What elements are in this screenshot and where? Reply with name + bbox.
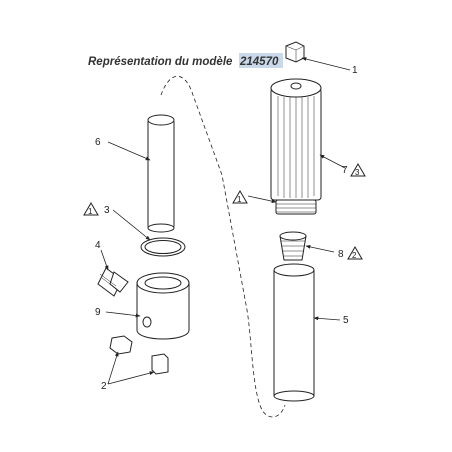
callout-9: 9: [95, 307, 101, 318]
part-manifold-body: [105, 272, 190, 340]
callout-8: 8: [338, 249, 344, 260]
part-cap-plug: [285, 41, 351, 71]
caption: Représentation du modèle 214570: [88, 53, 283, 68]
part-filter-element: [107, 114, 175, 233]
callout-1: 1: [352, 65, 358, 76]
svg-text:1: 1: [88, 207, 93, 216]
callout-2: 2: [101, 381, 107, 392]
part-strainer-screen: [273, 263, 341, 402]
part-fitting: [97, 249, 129, 297]
housing-warning-pointer: [247, 195, 277, 203]
part-spring: [279, 231, 335, 261]
warning-triangle-7: 3: [350, 163, 366, 177]
caption-prefix: Représentation du modèle: [88, 56, 233, 68]
caption-model-number: 214570: [239, 56, 279, 68]
part-plugs: [107, 335, 169, 385]
warning-triangle-housing: 1: [232, 190, 248, 204]
assembly-path: [160, 76, 286, 418]
warning-triangle-8: 2: [347, 246, 363, 260]
part-filter-housing: [270, 78, 346, 215]
callout-7: 7: [342, 165, 348, 176]
model-highlight: [239, 53, 283, 68]
callout-6: 6: [95, 137, 101, 148]
svg-text:1: 1: [237, 195, 242, 204]
svg-text:2: 2: [352, 251, 357, 260]
warning-triangle-3: 1: [83, 202, 99, 216]
svg-text:3: 3: [355, 168, 360, 177]
callout-3: 3: [104, 205, 110, 216]
callout-4: 4: [95, 240, 101, 251]
callout-5: 5: [343, 315, 349, 326]
part-o-ring: [112, 209, 186, 257]
